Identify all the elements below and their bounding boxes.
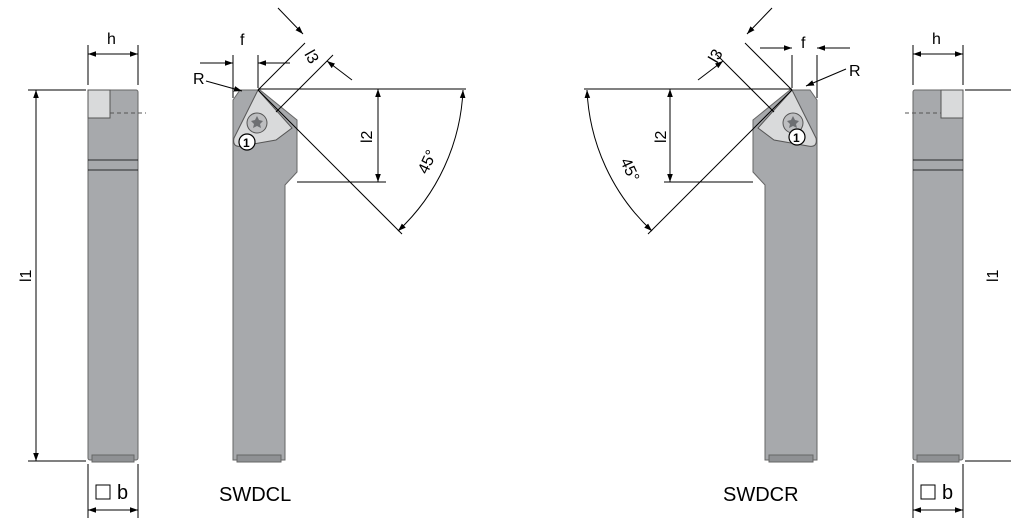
right-side-view: h l1 b — [905, 31, 1011, 518]
f-label-left: f — [240, 32, 245, 49]
torx-icon — [787, 116, 799, 128]
angle-label-right: 45° — [616, 156, 642, 185]
torx-icon — [251, 116, 263, 128]
l3-ext-2 — [275, 54, 334, 113]
l3-arrow-2 — [326, 60, 353, 81]
square-symbol-left — [95, 484, 111, 500]
swdcl-top-view: 1 f R l3 l2 45° SWDCL — [193, 7, 466, 506]
right-side-tail — [916, 454, 960, 463]
l1-label-right: l1 — [985, 269, 1002, 282]
l3-label-left: l3 — [301, 48, 322, 67]
left-side-head — [87, 89, 111, 119]
swdcr-marker — [788, 128, 806, 146]
r-leader-left — [205, 80, 243, 92]
l2-label-left: l2 — [359, 130, 376, 143]
angle-line-right — [647, 89, 793, 235]
swdcr-label: SWDCR — [723, 484, 799, 506]
swdcr-marker-text: 1 — [793, 131, 800, 145]
swdcl-tail — [236, 454, 282, 463]
right-side-shank — [912, 89, 964, 461]
angle-arc-right — [584, 89, 653, 232]
b-label-right: b — [942, 482, 953, 504]
l3-ext-1-r — [744, 42, 793, 91]
angle-arc-left — [397, 89, 466, 232]
right-side-head — [940, 89, 964, 119]
left-side-view: h l1 b — [18, 31, 146, 518]
angle-line-left — [257, 89, 403, 235]
angle-label-left: 45° — [415, 148, 441, 177]
f-label-right: f — [801, 35, 806, 52]
l3-ext-1 — [257, 42, 306, 91]
l3-label-right: l3 — [706, 47, 727, 66]
l3-arrow-2-r — [697, 60, 724, 81]
b-label-left: b — [117, 482, 128, 504]
l2-label-right: l2 — [653, 130, 670, 143]
l3-arrow-1 — [277, 7, 304, 35]
swdcl-marker-text: 1 — [243, 136, 250, 150]
l3-ext-2-r — [716, 54, 775, 113]
swdcl-label: SWDCL — [219, 484, 291, 506]
r-label-left: R — [193, 71, 205, 88]
swdcr-top-view: 1 f R l3 l2 45° SWDCR — [584, 7, 861, 506]
swdcr-tail — [768, 454, 814, 463]
r-leader-right — [805, 68, 847, 87]
l3-arrow-1-r — [746, 7, 773, 35]
left-side-shank — [87, 89, 139, 461]
left-side-tail — [91, 454, 135, 463]
l1-label-left: l1 — [18, 269, 35, 282]
swdcl-marker — [238, 133, 256, 151]
r-label-right: R — [849, 63, 861, 80]
h-label-right: h — [932, 31, 941, 48]
h-label-left: h — [107, 31, 116, 48]
square-symbol-right — [920, 484, 936, 500]
